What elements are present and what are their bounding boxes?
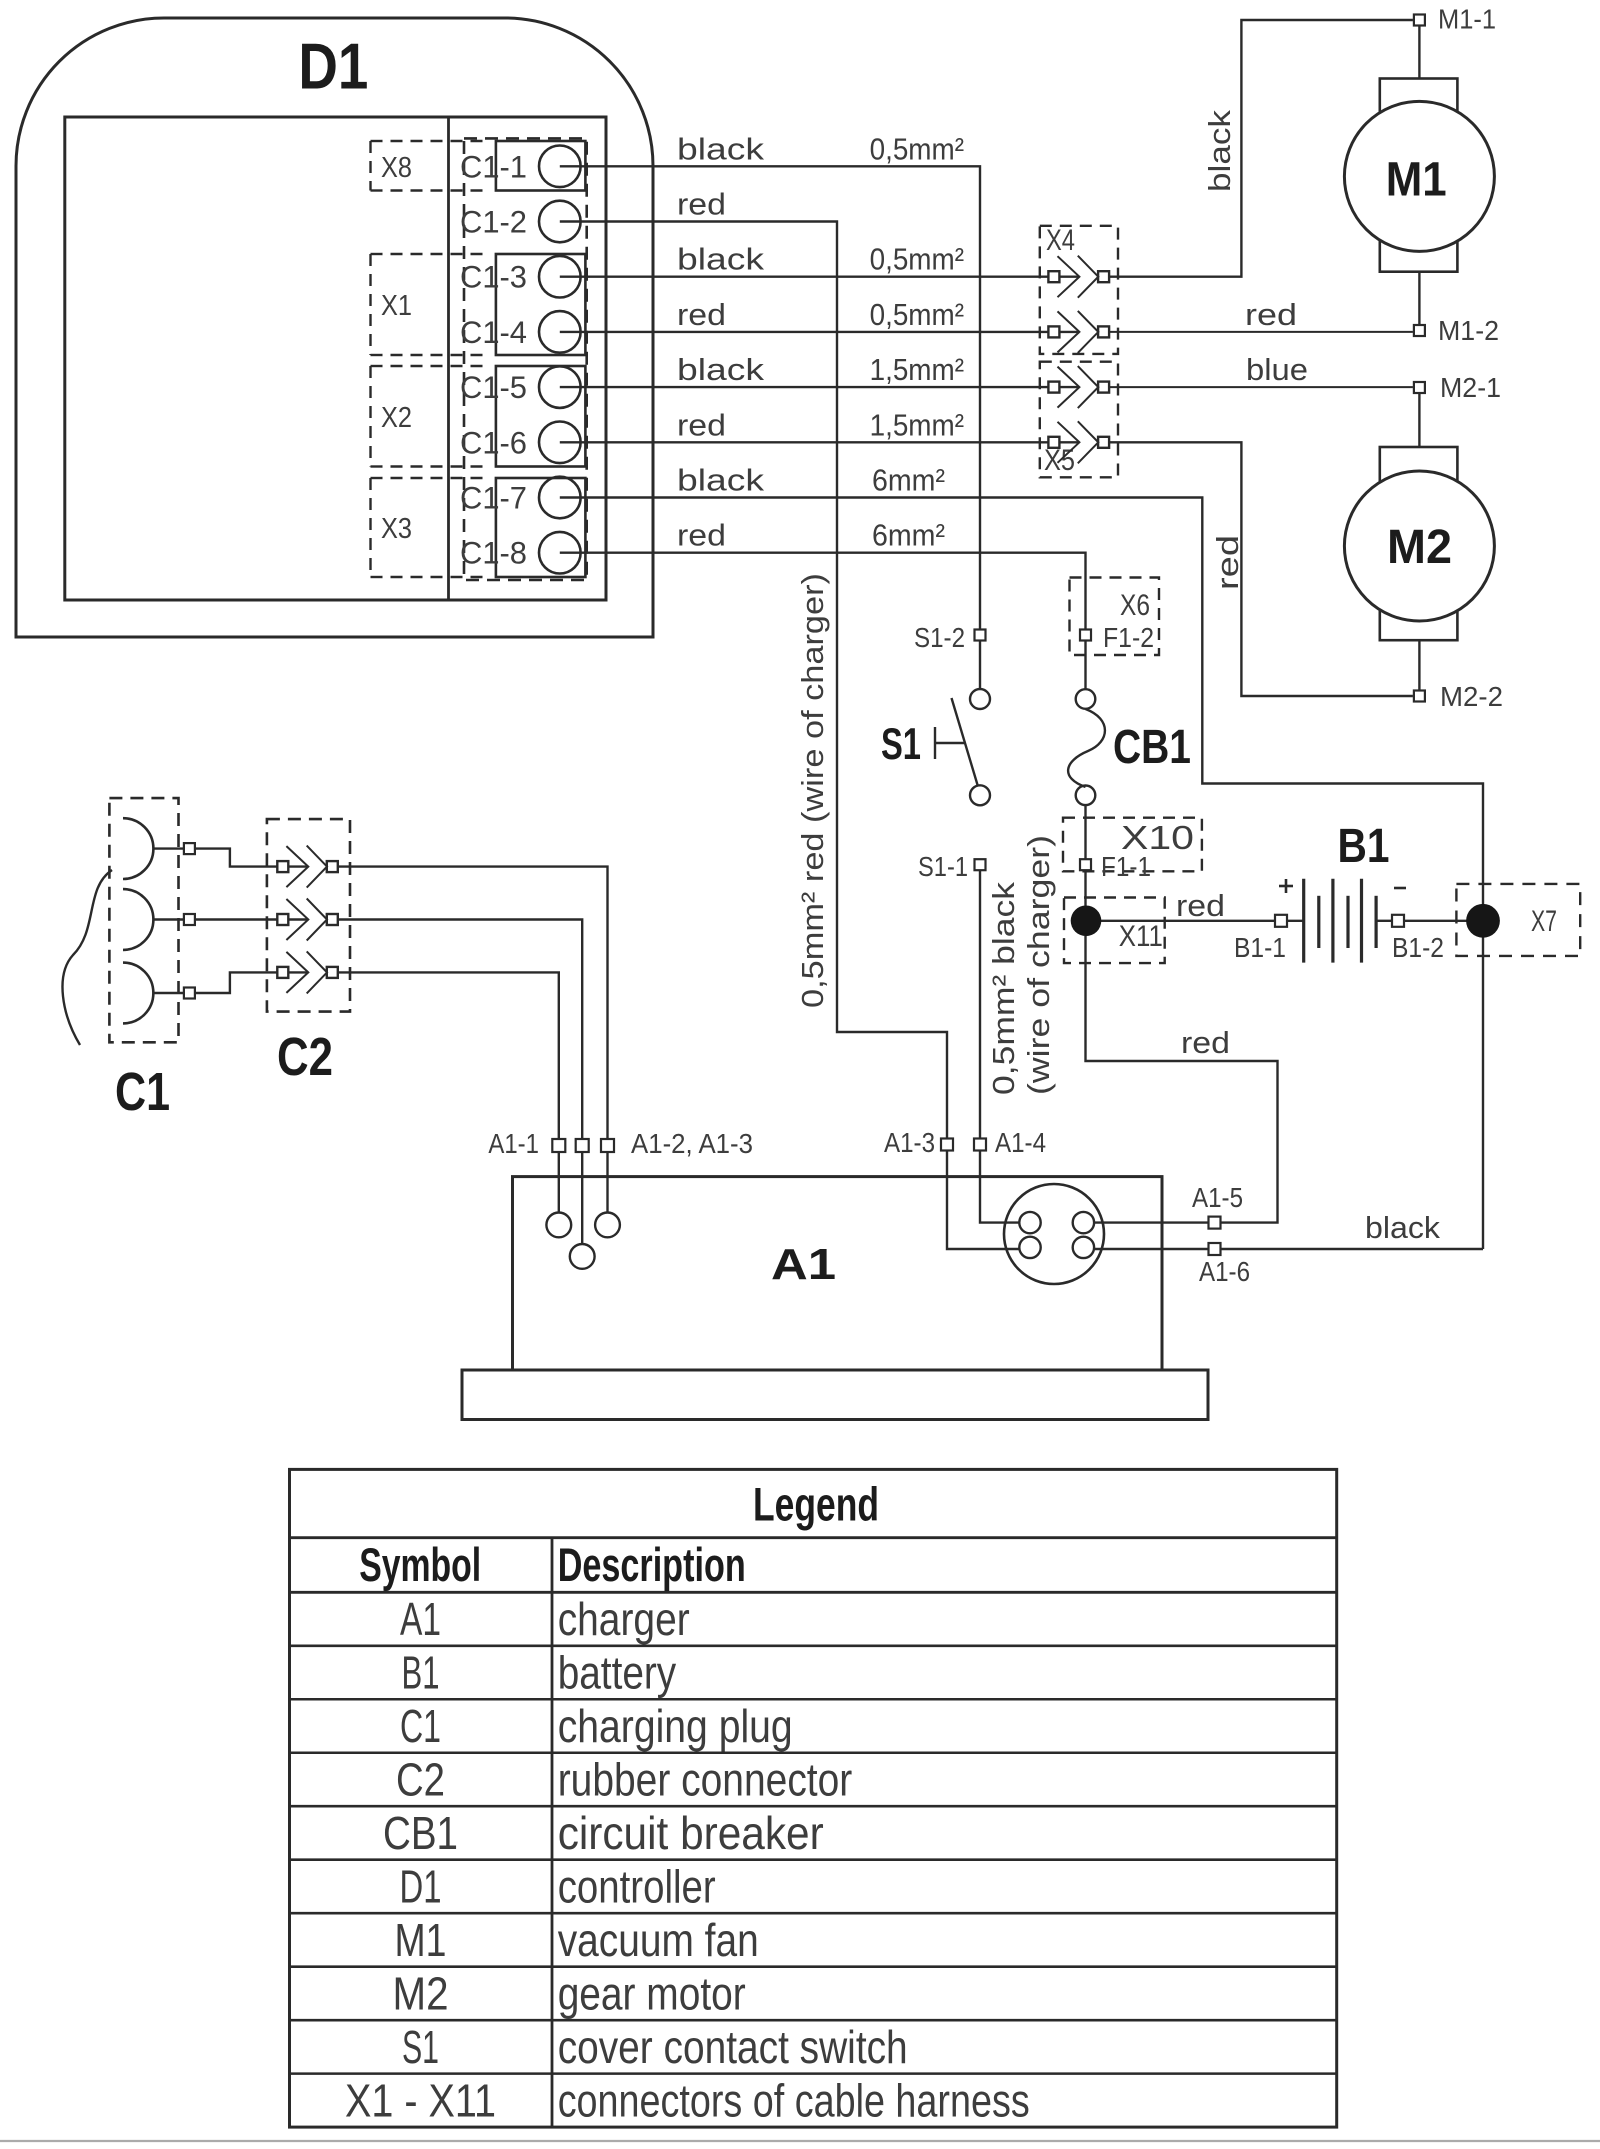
svg-text:X6: X6 bbox=[1120, 589, 1150, 622]
svg-text:Description: Description bbox=[558, 1538, 746, 1591]
svg-text:M1: M1 bbox=[395, 1914, 447, 1966]
svg-text:M1-2: M1-2 bbox=[1438, 315, 1499, 346]
svg-text:C2: C2 bbox=[396, 1753, 445, 1805]
svg-text:CB1: CB1 bbox=[1113, 721, 1191, 774]
svg-text:black: black bbox=[677, 131, 765, 166]
svg-text:X1 - X11: X1 - X11 bbox=[345, 2074, 496, 2126]
svg-text:Legend: Legend bbox=[753, 1477, 879, 1530]
svg-text:(wire of charger): (wire of charger) bbox=[1021, 835, 1056, 1095]
svg-text:black: black bbox=[677, 463, 765, 498]
svg-text:S1: S1 bbox=[402, 2021, 439, 2073]
svg-text:C1-3: C1-3 bbox=[460, 259, 527, 295]
svg-text:B1-1: B1-1 bbox=[1234, 932, 1286, 963]
svg-text:vacuum fan: vacuum fan bbox=[558, 1914, 759, 1966]
svg-text:A1-5: A1-5 bbox=[1192, 1182, 1243, 1213]
svg-text:red: red bbox=[677, 407, 726, 442]
svg-text:0,5mm²: 0,5mm² bbox=[870, 242, 964, 277]
svg-text:1,5mm²: 1,5mm² bbox=[870, 352, 964, 387]
svg-text:red: red bbox=[1210, 535, 1245, 590]
svg-text:red: red bbox=[1245, 297, 1297, 332]
svg-text:6mm²: 6mm² bbox=[872, 463, 945, 498]
svg-text:M1-1: M1-1 bbox=[1438, 4, 1496, 35]
svg-text:black: black bbox=[677, 352, 765, 387]
svg-text:controller: controller bbox=[558, 1860, 716, 1912]
svg-text:red: red bbox=[1181, 1025, 1230, 1060]
svg-text:C1-4: C1-4 bbox=[460, 314, 527, 350]
svg-text:red: red bbox=[677, 187, 726, 222]
svg-text:black: black bbox=[1202, 109, 1237, 192]
svg-text:black: black bbox=[677, 242, 765, 277]
svg-text:A1: A1 bbox=[771, 1240, 836, 1289]
svg-text:rubber connector: rubber connector bbox=[558, 1753, 853, 1805]
svg-text:CB1: CB1 bbox=[383, 1807, 458, 1859]
svg-text:X8: X8 bbox=[381, 152, 412, 184]
svg-text:M2: M2 bbox=[1387, 521, 1452, 574]
svg-text:X2: X2 bbox=[381, 402, 412, 434]
svg-text:black: black bbox=[1365, 1210, 1441, 1245]
svg-text:A1-6: A1-6 bbox=[1199, 1256, 1250, 1287]
svg-text:gear motor: gear motor bbox=[558, 1967, 746, 2019]
svg-text:B1: B1 bbox=[402, 1646, 440, 1698]
svg-text:C1-8: C1-8 bbox=[460, 535, 527, 571]
svg-text:S1-2: S1-2 bbox=[914, 622, 965, 653]
svg-text:0,5mm² black: 0,5mm² black bbox=[986, 881, 1021, 1095]
svg-text:D1: D1 bbox=[298, 30, 368, 103]
svg-text:X1: X1 bbox=[381, 290, 412, 322]
svg-text:A1-4: A1-4 bbox=[995, 1127, 1046, 1158]
svg-text:F1-1: F1-1 bbox=[1101, 851, 1151, 882]
svg-text:M1: M1 bbox=[1386, 153, 1447, 206]
svg-text:C1-5: C1-5 bbox=[460, 369, 527, 405]
svg-text:charging plug: charging plug bbox=[558, 1700, 793, 1752]
svg-text:1,5mm²: 1,5mm² bbox=[870, 407, 964, 442]
svg-text:A1-2, A1-3: A1-2, A1-3 bbox=[631, 1128, 753, 1159]
svg-text:X3: X3 bbox=[381, 513, 412, 545]
svg-text:C1-6: C1-6 bbox=[460, 424, 527, 460]
svg-text:M2-1: M2-1 bbox=[1440, 372, 1501, 403]
svg-text:A1-3: A1-3 bbox=[884, 1127, 935, 1158]
svg-text:B1: B1 bbox=[1338, 820, 1390, 873]
svg-text:X4: X4 bbox=[1046, 224, 1075, 257]
svg-text:red: red bbox=[677, 518, 726, 553]
svg-text:A1: A1 bbox=[400, 1593, 441, 1645]
svg-text:S1: S1 bbox=[881, 720, 921, 769]
svg-text:B1-2: B1-2 bbox=[1392, 932, 1444, 963]
svg-text:C1: C1 bbox=[400, 1700, 441, 1752]
svg-text:M2-2: M2-2 bbox=[1440, 681, 1503, 712]
svg-text:0,5mm² red (wire of charger): 0,5mm² red (wire of charger) bbox=[795, 573, 830, 1008]
svg-text:D1: D1 bbox=[400, 1860, 442, 1912]
svg-text:0,5mm²: 0,5mm² bbox=[870, 131, 964, 166]
svg-text:C1: C1 bbox=[115, 1062, 170, 1122]
svg-text:circuit breaker: circuit breaker bbox=[558, 1807, 824, 1859]
svg-text:C1-2: C1-2 bbox=[460, 204, 527, 240]
svg-text:cover contact switch: cover contact switch bbox=[558, 2021, 908, 2073]
svg-text:X7: X7 bbox=[1531, 905, 1557, 938]
svg-text:C1-7: C1-7 bbox=[460, 480, 527, 516]
svg-text:battery: battery bbox=[558, 1646, 677, 1698]
svg-text:C2: C2 bbox=[277, 1027, 333, 1087]
svg-text:connectors of cable harness: connectors of cable harness bbox=[558, 2074, 1030, 2126]
svg-text:blue: blue bbox=[1246, 352, 1308, 387]
svg-text:Symbol: Symbol bbox=[359, 1538, 481, 1591]
svg-text:6mm²: 6mm² bbox=[872, 518, 945, 553]
svg-text:A1-1: A1-1 bbox=[488, 1128, 539, 1159]
svg-text:charger: charger bbox=[558, 1593, 690, 1645]
svg-text:C1-1: C1-1 bbox=[460, 148, 527, 184]
svg-text:X10: X10 bbox=[1121, 819, 1194, 856]
svg-text:red: red bbox=[677, 297, 726, 332]
svg-text:red: red bbox=[1176, 888, 1225, 923]
svg-text:S1-1: S1-1 bbox=[918, 851, 968, 882]
svg-text:F1-2: F1-2 bbox=[1103, 622, 1154, 653]
svg-text:M2: M2 bbox=[393, 1967, 449, 2019]
svg-text:X11: X11 bbox=[1119, 920, 1163, 953]
svg-text:0,5mm²: 0,5mm² bbox=[870, 297, 964, 332]
